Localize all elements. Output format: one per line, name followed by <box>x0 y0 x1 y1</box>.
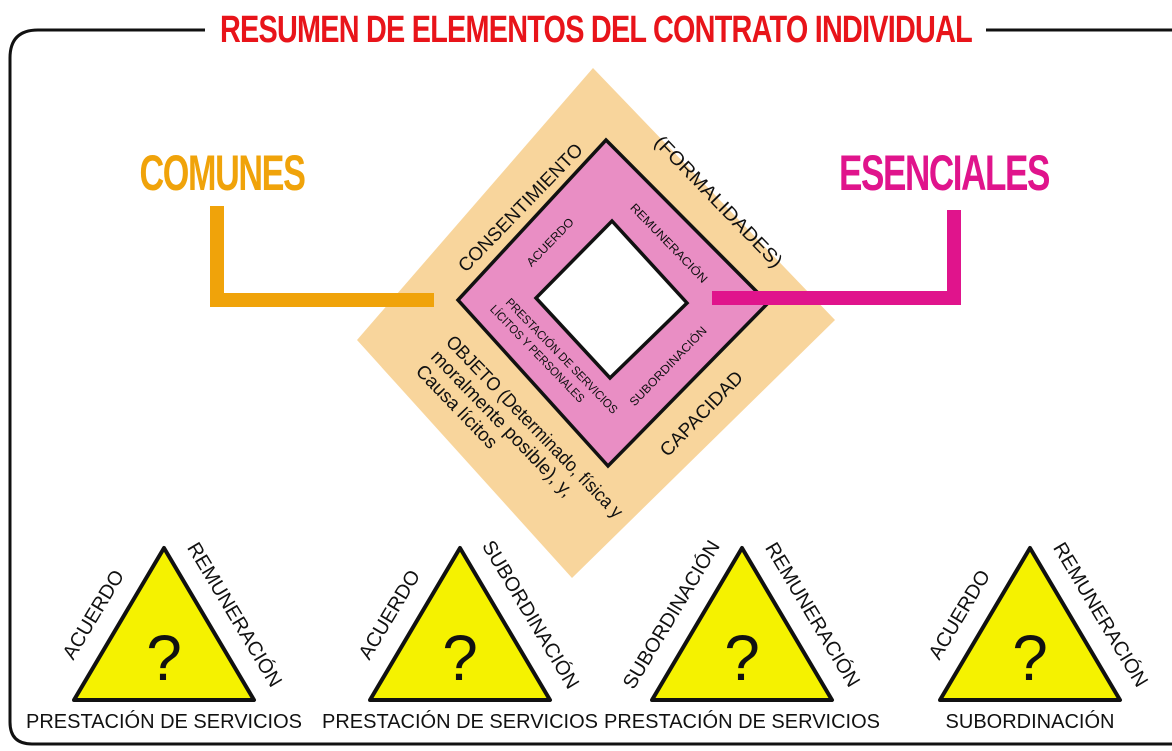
esenciales-label: ESENCIALES <box>839 145 1049 201</box>
triangle-base-label: SUBORDINACIÓN <box>946 710 1115 733</box>
page-title: RESUMEN DE ELEMENTOS DEL CONTRATO INDIVI… <box>220 9 973 51</box>
comunes-connector <box>210 206 434 307</box>
triangle-shape <box>938 546 1122 702</box>
comunes-label: COMUNES <box>140 145 305 201</box>
frame-border <box>8 28 1172 746</box>
question-mark: ? <box>442 622 478 694</box>
triangle-base-label: PRESTACIÓN DE SERVICIOS <box>26 710 302 733</box>
esenciales-connector <box>712 210 961 305</box>
question-mark: ? <box>146 622 182 694</box>
triangle-base-label: PRESTACIÓN DE SERVICIOS <box>322 710 598 733</box>
question-mark: ? <box>724 622 760 694</box>
question-mark: ? <box>1012 622 1048 694</box>
center-diamond <box>533 218 690 381</box>
triangle-base-label: PRESTACIÓN DE SERVICIOS <box>604 710 880 733</box>
triangle-shape <box>72 546 256 702</box>
triangle-shape <box>650 546 834 702</box>
triangle-shape <box>368 546 552 702</box>
